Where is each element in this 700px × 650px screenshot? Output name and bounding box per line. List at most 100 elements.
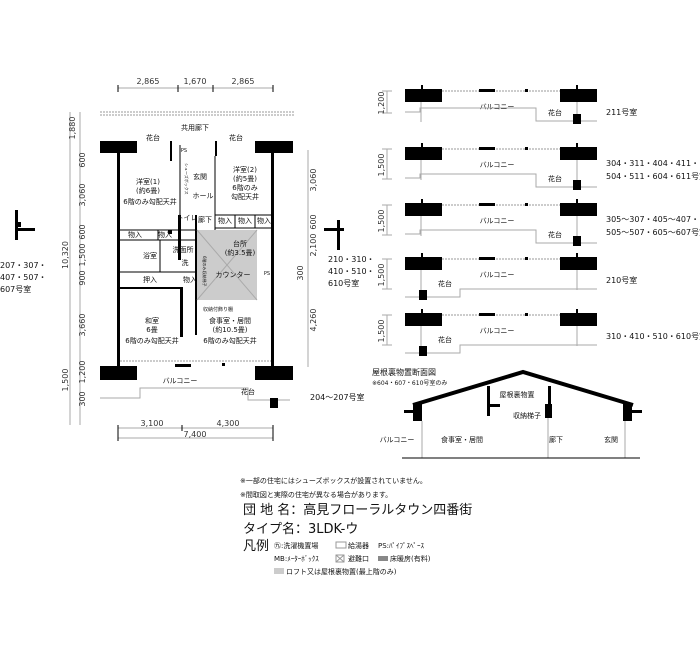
room-bath: 浴室 bbox=[143, 251, 157, 260]
closet-label: 物入 bbox=[238, 216, 252, 225]
dim-label: 1,670 bbox=[184, 77, 207, 86]
walls bbox=[100, 141, 293, 380]
shoebox-label: シューズボックス bbox=[184, 163, 190, 195]
room-japanese-size: 6畳 bbox=[146, 326, 157, 334]
room-western2-note: 6階のみ bbox=[232, 183, 257, 192]
dim-label: 900 bbox=[78, 270, 87, 285]
attic-balcony-label: バルコニー bbox=[380, 436, 415, 444]
bottom-dimensions: 3,100 4,300 7,400 bbox=[117, 419, 274, 441]
planter-label: 花台 bbox=[229, 133, 243, 142]
dim-label: 600 bbox=[78, 224, 87, 239]
dim-label: 2,865 bbox=[232, 77, 255, 86]
dim-label: 3,060 bbox=[78, 184, 87, 207]
dim-label: 600 bbox=[78, 152, 87, 167]
ps-label: PS bbox=[264, 271, 270, 277]
room-number-label: 410・510・ bbox=[328, 267, 375, 276]
room-living-size: (約10.5畳) bbox=[212, 325, 247, 334]
legend-item: MB:ﾒｰﾀｰﾎﾞｯｸｽ bbox=[274, 555, 319, 563]
section-wall bbox=[560, 313, 597, 326]
left-dimensions: 1,880 600 3,060 600 1,500 900 3,660 1,20… bbox=[61, 112, 87, 425]
ladder-note: 6階のみ収納梯子 bbox=[202, 256, 208, 287]
notes: ※一部の住宅にはシューズボックスが設置されていません。 ※間取図と実際の住宅が異… bbox=[240, 476, 472, 576]
legend-item: 給湯器 bbox=[348, 541, 369, 550]
ps-label: PS bbox=[181, 148, 187, 154]
dim-label: 1,880 bbox=[68, 117, 77, 140]
section-dim-label: 1,500 bbox=[377, 154, 386, 177]
dim-label: 3,100 bbox=[141, 419, 164, 428]
section-balcony-label: バルコニー bbox=[480, 327, 515, 335]
room-western1: 洋室(1) bbox=[136, 177, 160, 186]
room-living: 食事室・居間 bbox=[209, 316, 251, 325]
section-wall bbox=[560, 89, 597, 102]
top-dimensions: 2,865 1,670 2,865 bbox=[100, 77, 295, 116]
room-japanese: 和室 bbox=[145, 316, 159, 325]
section-planter-label: 花台 bbox=[438, 279, 452, 288]
closet-label: 物入 bbox=[158, 230, 172, 239]
attic-ladder-label: 収納梯子 bbox=[513, 411, 541, 420]
room-western1-size: (約6畳) bbox=[136, 186, 160, 195]
room-japanese-note: 6階のみ勾配天井 bbox=[125, 336, 178, 345]
oshiire-label: 押入 bbox=[143, 275, 157, 284]
legend-title: 凡例 bbox=[243, 539, 269, 554]
balcony-label: バルコニー bbox=[163, 377, 198, 385]
legend-item: ロフト又は屋根裏物置(最上階のみ) bbox=[286, 567, 397, 576]
section-wall bbox=[405, 257, 442, 270]
section-room-label: 310・410・510・610号室 bbox=[606, 331, 700, 341]
section-wall bbox=[405, 147, 442, 160]
legend-item: ㊈:洗濯機置場 bbox=[274, 541, 318, 550]
section-planter-label: 花台 bbox=[548, 108, 562, 117]
complex-name: 団 地 名：高見フローラルタウン四番街 bbox=[243, 502, 472, 518]
section-room-label: 304・311・404・411・ bbox=[606, 159, 699, 168]
dim-label: 7,400 bbox=[184, 430, 207, 439]
planter-label: 花台 bbox=[241, 387, 255, 396]
dim-label: 2,100 bbox=[309, 234, 318, 257]
escape-hatch-icon bbox=[335, 554, 345, 563]
section-balcony-label: バルコニー bbox=[480, 103, 515, 111]
section-room-label: 210号室 bbox=[606, 275, 637, 285]
section-dim-label: 1,500 bbox=[377, 210, 386, 233]
room-number-label: 207・307・ bbox=[0, 261, 47, 270]
section-dim-label: 1,500 bbox=[377, 320, 386, 343]
room-number-label: 407・507・ bbox=[0, 273, 47, 282]
room-number-label: 204～207号室 bbox=[310, 392, 365, 402]
dim-label: 3,060 bbox=[309, 169, 318, 192]
counter-label: カウンター bbox=[216, 270, 251, 279]
dim-label: 300 bbox=[296, 265, 305, 280]
note: ※間取図と実際の住宅が異なる場合があります。 bbox=[240, 490, 392, 499]
type-name: タイプ名：3LDK-ウ bbox=[243, 521, 358, 537]
room-western2: 洋室(2) bbox=[233, 165, 257, 174]
room-western2-size: (約5畳) bbox=[233, 174, 257, 183]
dim-label: 1,500 bbox=[78, 244, 87, 267]
section-wall bbox=[405, 89, 442, 102]
attic-section: 屋根裏物置断面図 ※604・607・610号室のみ 屋根裏物置 収納梯子 バルコ… bbox=[372, 367, 642, 459]
section-planter-label: 花台 bbox=[548, 174, 562, 183]
section-planter-label: 花台 bbox=[548, 230, 562, 239]
closet-label: 物入 bbox=[128, 230, 142, 239]
room-western1-note: 6階のみ勾配天井 bbox=[123, 197, 176, 206]
dim-label: 4,260 bbox=[309, 309, 318, 332]
room-number-label: 607号室 bbox=[0, 284, 31, 294]
section-dim-label: 1,200 bbox=[377, 92, 386, 115]
dim-label: 4,300 bbox=[217, 419, 240, 428]
dim-label: 600 bbox=[309, 214, 318, 229]
attic-living-label: 食事室・居間 bbox=[441, 435, 483, 444]
room-toilet: トイレ bbox=[177, 214, 198, 222]
attic-title: 屋根裏物置断面図 bbox=[372, 367, 436, 377]
dim-label: 3,660 bbox=[78, 314, 87, 337]
section-planter-label: 花台 bbox=[438, 335, 452, 344]
section-wall bbox=[405, 203, 442, 216]
dim-label: 10,320 bbox=[61, 241, 70, 269]
planter-label: 花台 bbox=[146, 133, 160, 142]
attic-hallway-label: 廊下 bbox=[549, 435, 563, 444]
shelf-label: 収納付飾り棚 bbox=[203, 306, 233, 313]
section-wall bbox=[560, 257, 597, 270]
legend-item: 避難口 bbox=[348, 554, 369, 563]
left-variant-symbol bbox=[15, 210, 35, 240]
dim-label: 300 bbox=[78, 391, 87, 406]
attic-storage-label: 屋根裏物置 bbox=[500, 390, 535, 399]
closet-label: 物入 bbox=[218, 216, 232, 225]
floor-heating-icon bbox=[378, 556, 388, 561]
legend-item: 床暖房(有料) bbox=[390, 554, 431, 563]
section-room-label: 505～507・605～607号室 bbox=[606, 227, 700, 237]
